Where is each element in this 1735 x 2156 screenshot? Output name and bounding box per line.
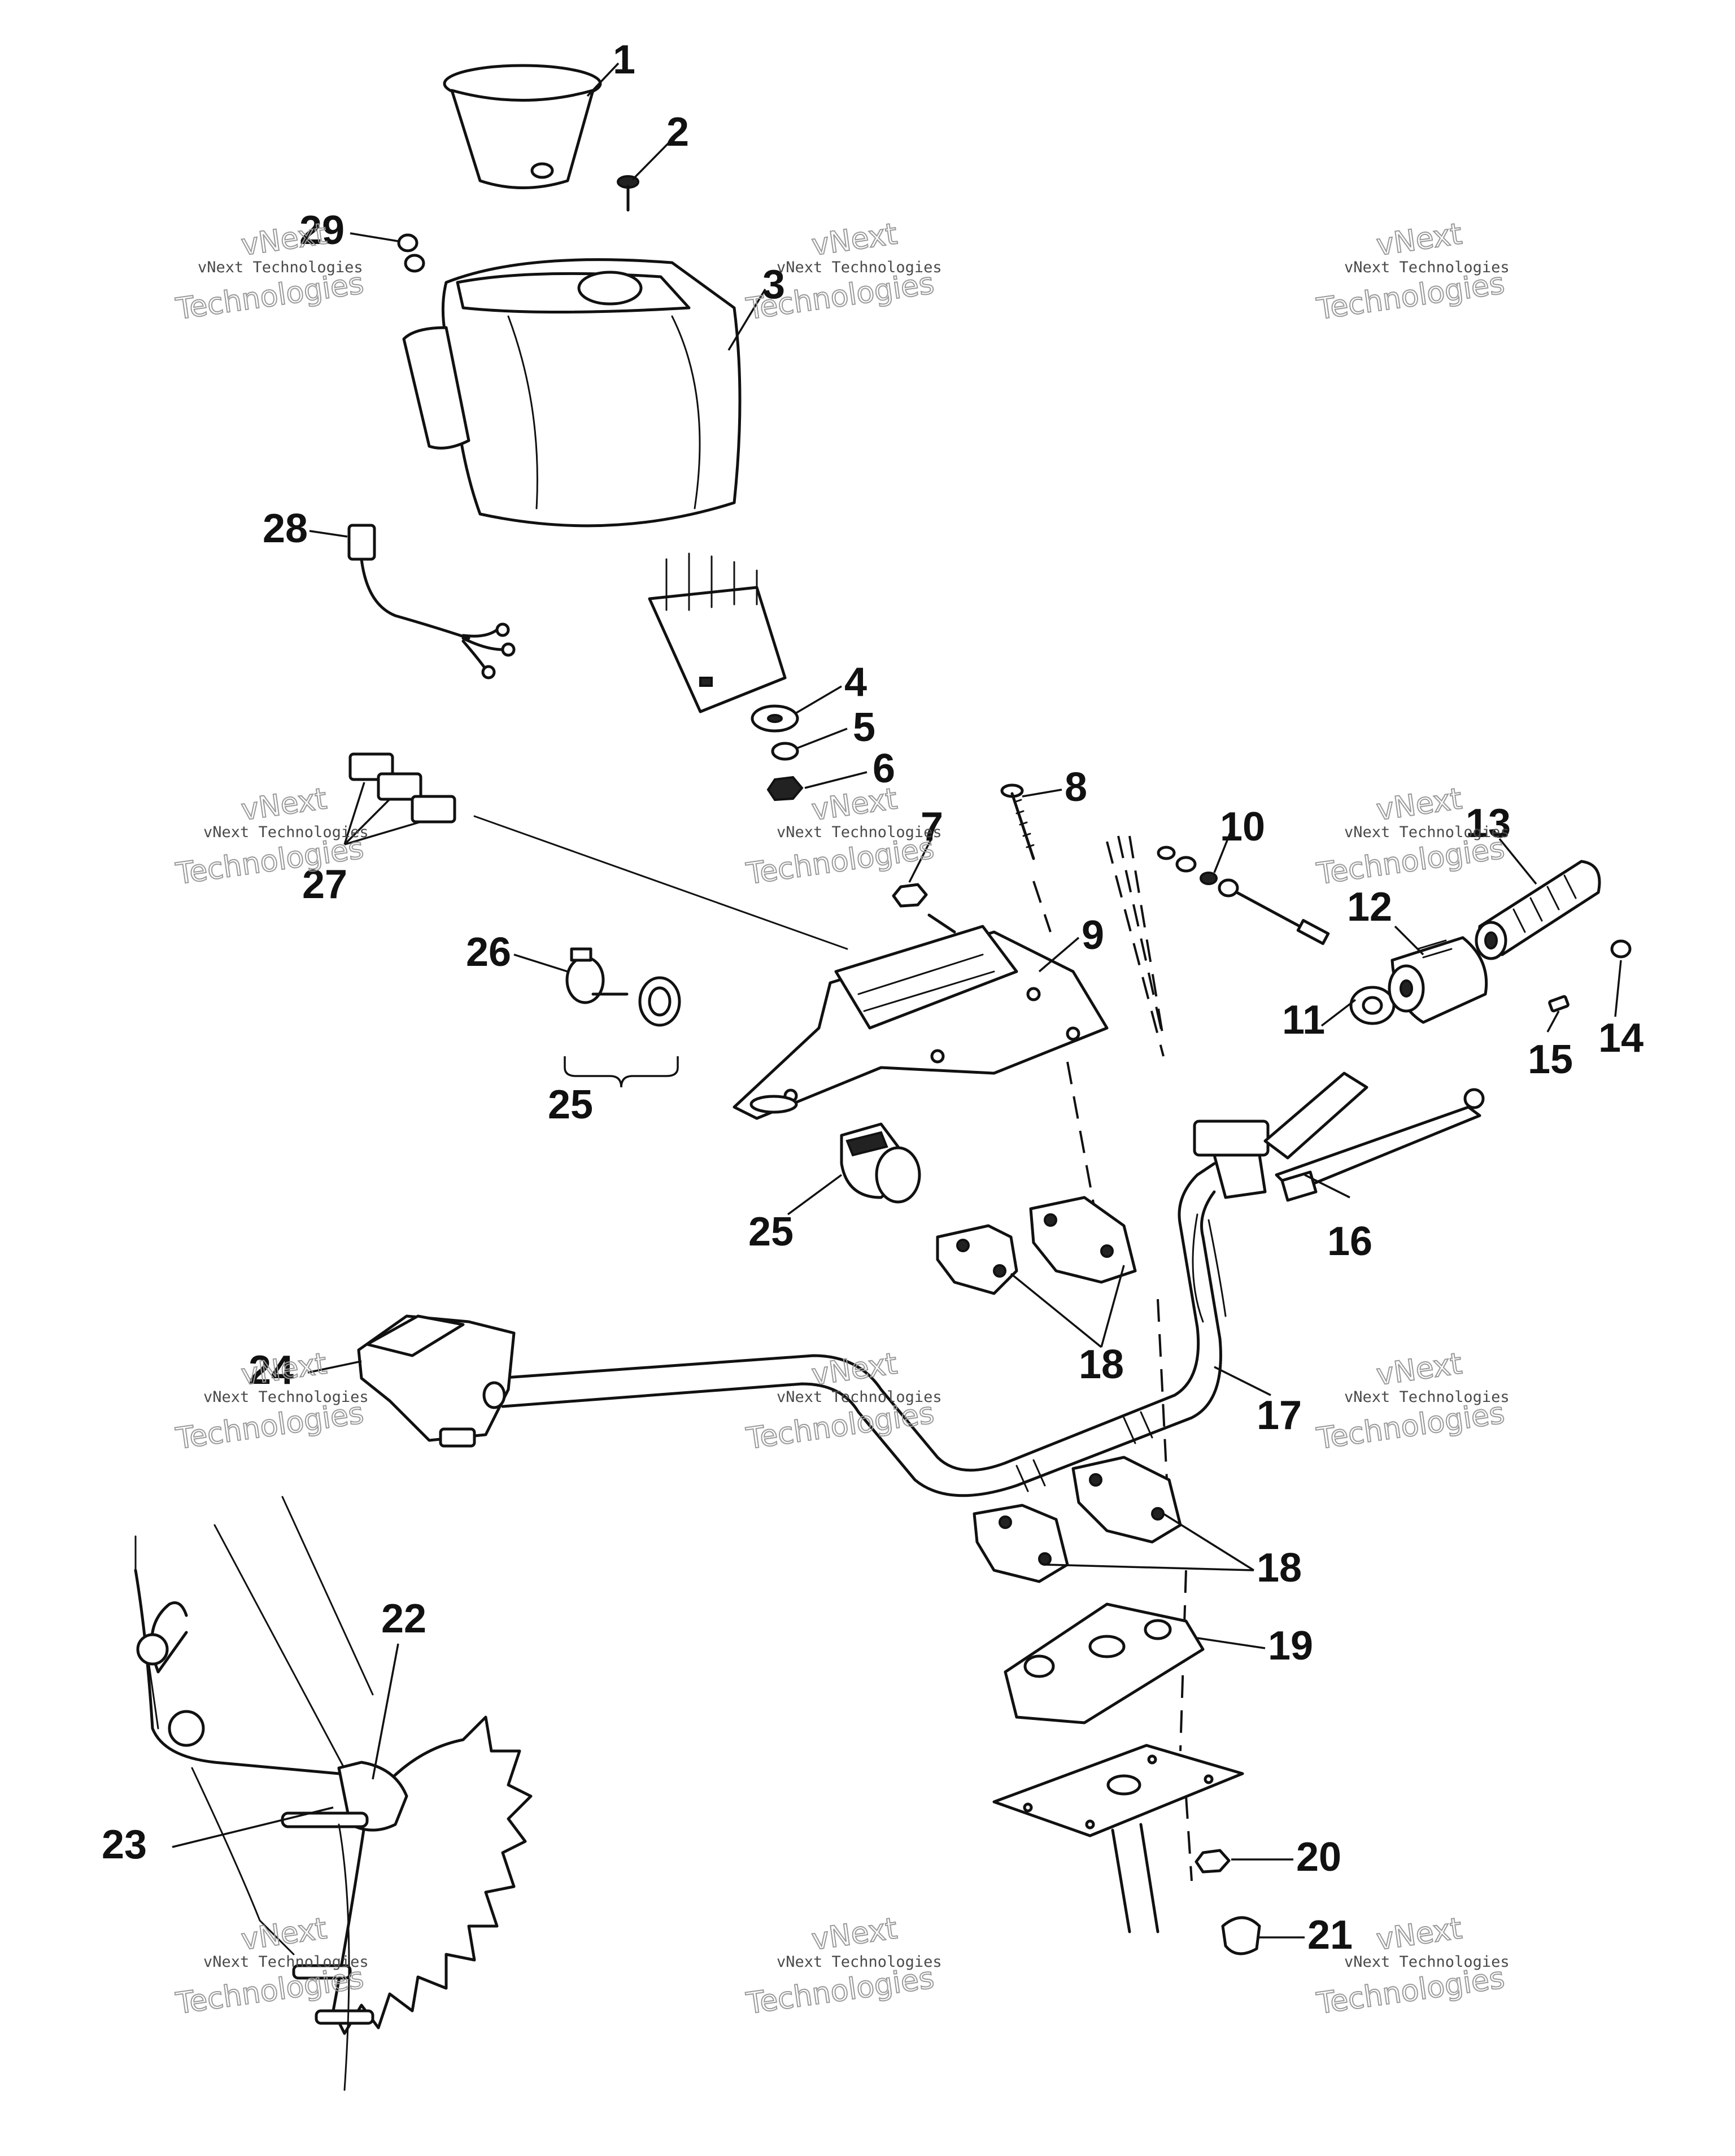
part-11-collar — [1349, 986, 1396, 1025]
callout-9: 9 — [1082, 913, 1104, 958]
part-19-riser — [1004, 1602, 1205, 1724]
part-13-grip — [1475, 860, 1601, 960]
callout-4: 4 — [844, 660, 867, 705]
part-12-throttle-housing — [1388, 936, 1488, 1024]
watermark-text: vNext Technologies — [203, 1953, 369, 1971]
watermark-brand: vNext — [239, 782, 329, 827]
watermark-text: vNext Technologies — [777, 259, 942, 276]
watermark-text: vNext Technologies — [1344, 259, 1510, 276]
part-steering-plate — [992, 1744, 1244, 1933]
callout-24: 24 — [249, 1348, 294, 1393]
callout-3: 3 — [762, 262, 785, 307]
part-18-lower-clamps — [973, 1456, 1182, 1583]
part-25-ring — [638, 976, 681, 1027]
part-steering-clamp — [648, 552, 787, 713]
part-4-washer — [751, 704, 799, 733]
callout-2: 2 — [666, 110, 689, 155]
part-24-left-switch-housing — [357, 1314, 516, 1448]
part-15-set-screw — [1548, 995, 1570, 1013]
part-17-handlebar — [495, 1162, 1227, 1497]
part-25-ignition-switch — [840, 1122, 921, 1204]
watermark-text: vNext Technologies — [1344, 824, 1510, 841]
watermark-text: vNext Technologies — [198, 259, 363, 276]
callout-19: 19 — [1268, 1623, 1313, 1669]
callout-11: 11 — [1282, 998, 1325, 1043]
connector-line-27 — [473, 815, 848, 950]
callout-29: 29 — [299, 208, 345, 253]
part-10-throttle-cable — [1157, 846, 1330, 946]
part-9-panel-bracket — [733, 925, 1109, 1120]
part-18-upper-clamps — [936, 1196, 1137, 1295]
part-8-bolt — [1000, 783, 1035, 860]
watermark-brand: vNext — [809, 217, 899, 263]
part-20-nut — [1195, 1849, 1231, 1874]
watermark-text: vNext Technologies — [203, 824, 369, 841]
watermark-brand: vNext — [1374, 217, 1464, 263]
part-29-grommet — [397, 233, 425, 273]
watermark-brand: vNext — [1374, 1911, 1464, 1957]
watermark-text: vNext Technologies — [777, 824, 942, 841]
callout-1: 1 — [613, 37, 635, 82]
watermark-brand: vNext — [1374, 1347, 1464, 1392]
callout-5: 5 — [853, 705, 875, 750]
callout-20: 20 — [1296, 1835, 1341, 1880]
part-28-harness — [347, 524, 516, 680]
callout-13: 13 — [1466, 801, 1511, 846]
callout-18-lower: 18 — [1257, 1545, 1302, 1591]
watermark-brand: vNext — [239, 1911, 329, 1957]
part-26-key-switch — [565, 947, 629, 1004]
callout-21: 21 — [1307, 1913, 1353, 1958]
callout-12: 12 — [1347, 885, 1392, 930]
watermark-text: vNext Technologies — [1344, 1953, 1510, 1971]
callout-15: 15 — [1528, 1037, 1573, 1082]
part-5-lock-washer — [771, 742, 799, 761]
callout-27: 27 — [302, 862, 347, 907]
part-2-screw — [617, 175, 639, 212]
part-7-nut — [892, 883, 956, 934]
part-6-nut — [766, 776, 804, 802]
callout-10: 10 — [1220, 804, 1265, 850]
watermark-brand: vNext — [809, 782, 899, 827]
watermark-brand: vNext — [239, 217, 329, 263]
callout-16: 16 — [1327, 1219, 1372, 1264]
callout-26: 26 — [466, 930, 511, 975]
callout-25-lower: 25 — [748, 1209, 794, 1255]
part-3-handlebar-cover — [402, 258, 742, 528]
callout-14: 14 — [1598, 1016, 1644, 1061]
leader-lines — [172, 62, 1622, 1939]
watermark-text: vNext Technologies — [777, 1388, 942, 1406]
callout-7: 7 — [921, 804, 943, 850]
callout-28: 28 — [263, 506, 308, 551]
callout-25-upper: 25 — [548, 1082, 593, 1127]
watermark-brand: vNext — [809, 1911, 899, 1957]
callout-6: 6 — [873, 746, 895, 791]
part-1-gauge-cup — [443, 64, 602, 189]
watermark-brand: vNext — [809, 1347, 899, 1392]
part-frame-and-brake-disc — [134, 1496, 533, 2091]
part-16-brake-lever — [1193, 1072, 1485, 1202]
callout-17: 17 — [1257, 1393, 1302, 1438]
part-14-end-cap — [1610, 939, 1632, 959]
watermark-text: vNext Technologies — [777, 1953, 942, 1971]
watermark-brand: vNext — [1374, 782, 1464, 827]
part-21-clip — [1221, 1916, 1261, 1955]
callout-22: 22 — [381, 1596, 426, 1641]
callout-23: 23 — [102, 1822, 147, 1867]
watermark-text: vNext Technologies — [203, 1388, 369, 1406]
callout-8: 8 — [1065, 765, 1087, 810]
callout-18-upper: 18 — [1079, 1342, 1124, 1387]
bracket-25 — [564, 1056, 679, 1088]
part-27-switch-buttons — [348, 752, 456, 824]
callout-labels: 1 2 3 4 5 6 7 8 9 10 11 12 13 14 15 16 1… — [102, 37, 1644, 1958]
watermark-text: vNext Technologies — [1344, 1388, 1510, 1406]
